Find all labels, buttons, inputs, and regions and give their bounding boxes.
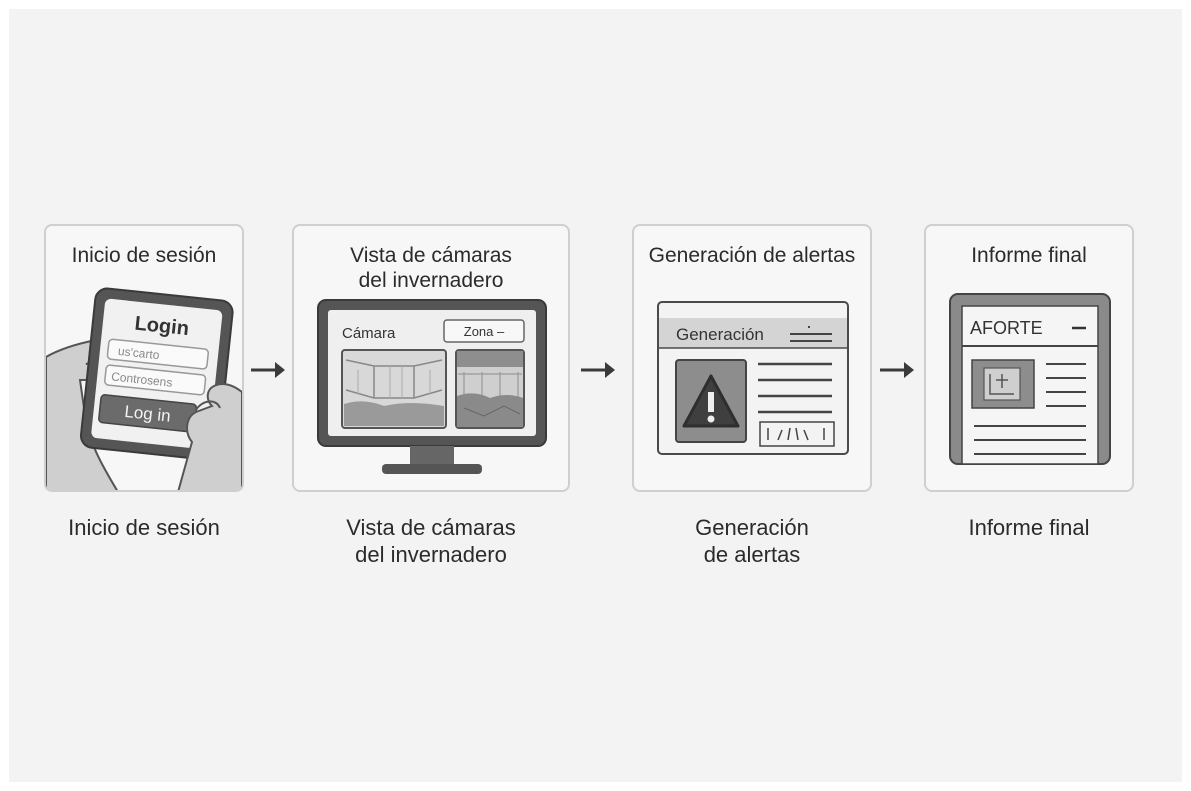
zone-select[interactable] bbox=[443, 319, 525, 343]
caption-line: Inicio de sesión bbox=[68, 515, 220, 540]
login-button-label: Log in bbox=[124, 402, 172, 426]
chart-icon bbox=[971, 359, 1035, 409]
alert-header: Generación bbox=[676, 325, 764, 344]
alert-window: Generación bbox=[657, 301, 849, 455]
tablet-icon: Login us'carto Controsens Log in bbox=[46, 287, 242, 490]
username-placeholder: us'carto bbox=[117, 344, 160, 362]
monitor-icon: Cámara Zona – bbox=[317, 299, 547, 474]
camera-feed-2[interactable] bbox=[455, 349, 525, 429]
password-field[interactable] bbox=[104, 364, 207, 396]
arrow-right-icon bbox=[581, 362, 615, 378]
step-card-alerts: Generación de alertas Generación bbox=[632, 224, 872, 492]
password-placeholder: Controsens bbox=[111, 369, 174, 389]
zone-select-label: Zona – bbox=[464, 324, 505, 339]
step-title: Informe final bbox=[971, 244, 1087, 267]
report-icon: AFORTE bbox=[949, 293, 1111, 465]
warning-icon bbox=[675, 359, 747, 443]
step-caption-cameras: Vista de cámaras del invernadero bbox=[292, 514, 570, 568]
report-header: AFORTE bbox=[970, 318, 1043, 338]
arrow-right-icon bbox=[251, 362, 285, 378]
step-title: Vista de cámaras del invernadero bbox=[350, 244, 512, 292]
camera-label: Cámara bbox=[342, 325, 396, 342]
step-caption-alerts: Generación de alertas bbox=[632, 514, 872, 568]
caption-line: Vista de cámaras bbox=[346, 515, 516, 540]
username-field[interactable] bbox=[106, 338, 210, 370]
caption-line: Generación bbox=[695, 515, 809, 540]
caption-line: de alertas bbox=[703, 542, 801, 567]
caption-line: Informe final bbox=[968, 515, 1090, 540]
step-title: Inicio de sesión bbox=[71, 244, 217, 267]
step-card-cameras: Vista de cámaras del invernadero Cámara … bbox=[292, 224, 570, 492]
arrow-right-icon bbox=[880, 362, 914, 378]
step-card-report: Informe final AFORTE bbox=[924, 224, 1134, 492]
camera-feed-1[interactable] bbox=[341, 349, 447, 429]
step-card-login: Inicio de sesión Login us'carto Controse… bbox=[44, 224, 244, 492]
caption-line: del invernadero bbox=[355, 542, 507, 567]
step-caption-report: Informe final bbox=[924, 514, 1134, 541]
step-title: Generación de alertas bbox=[648, 244, 856, 267]
step-caption-login: Inicio de sesión bbox=[44, 514, 244, 541]
